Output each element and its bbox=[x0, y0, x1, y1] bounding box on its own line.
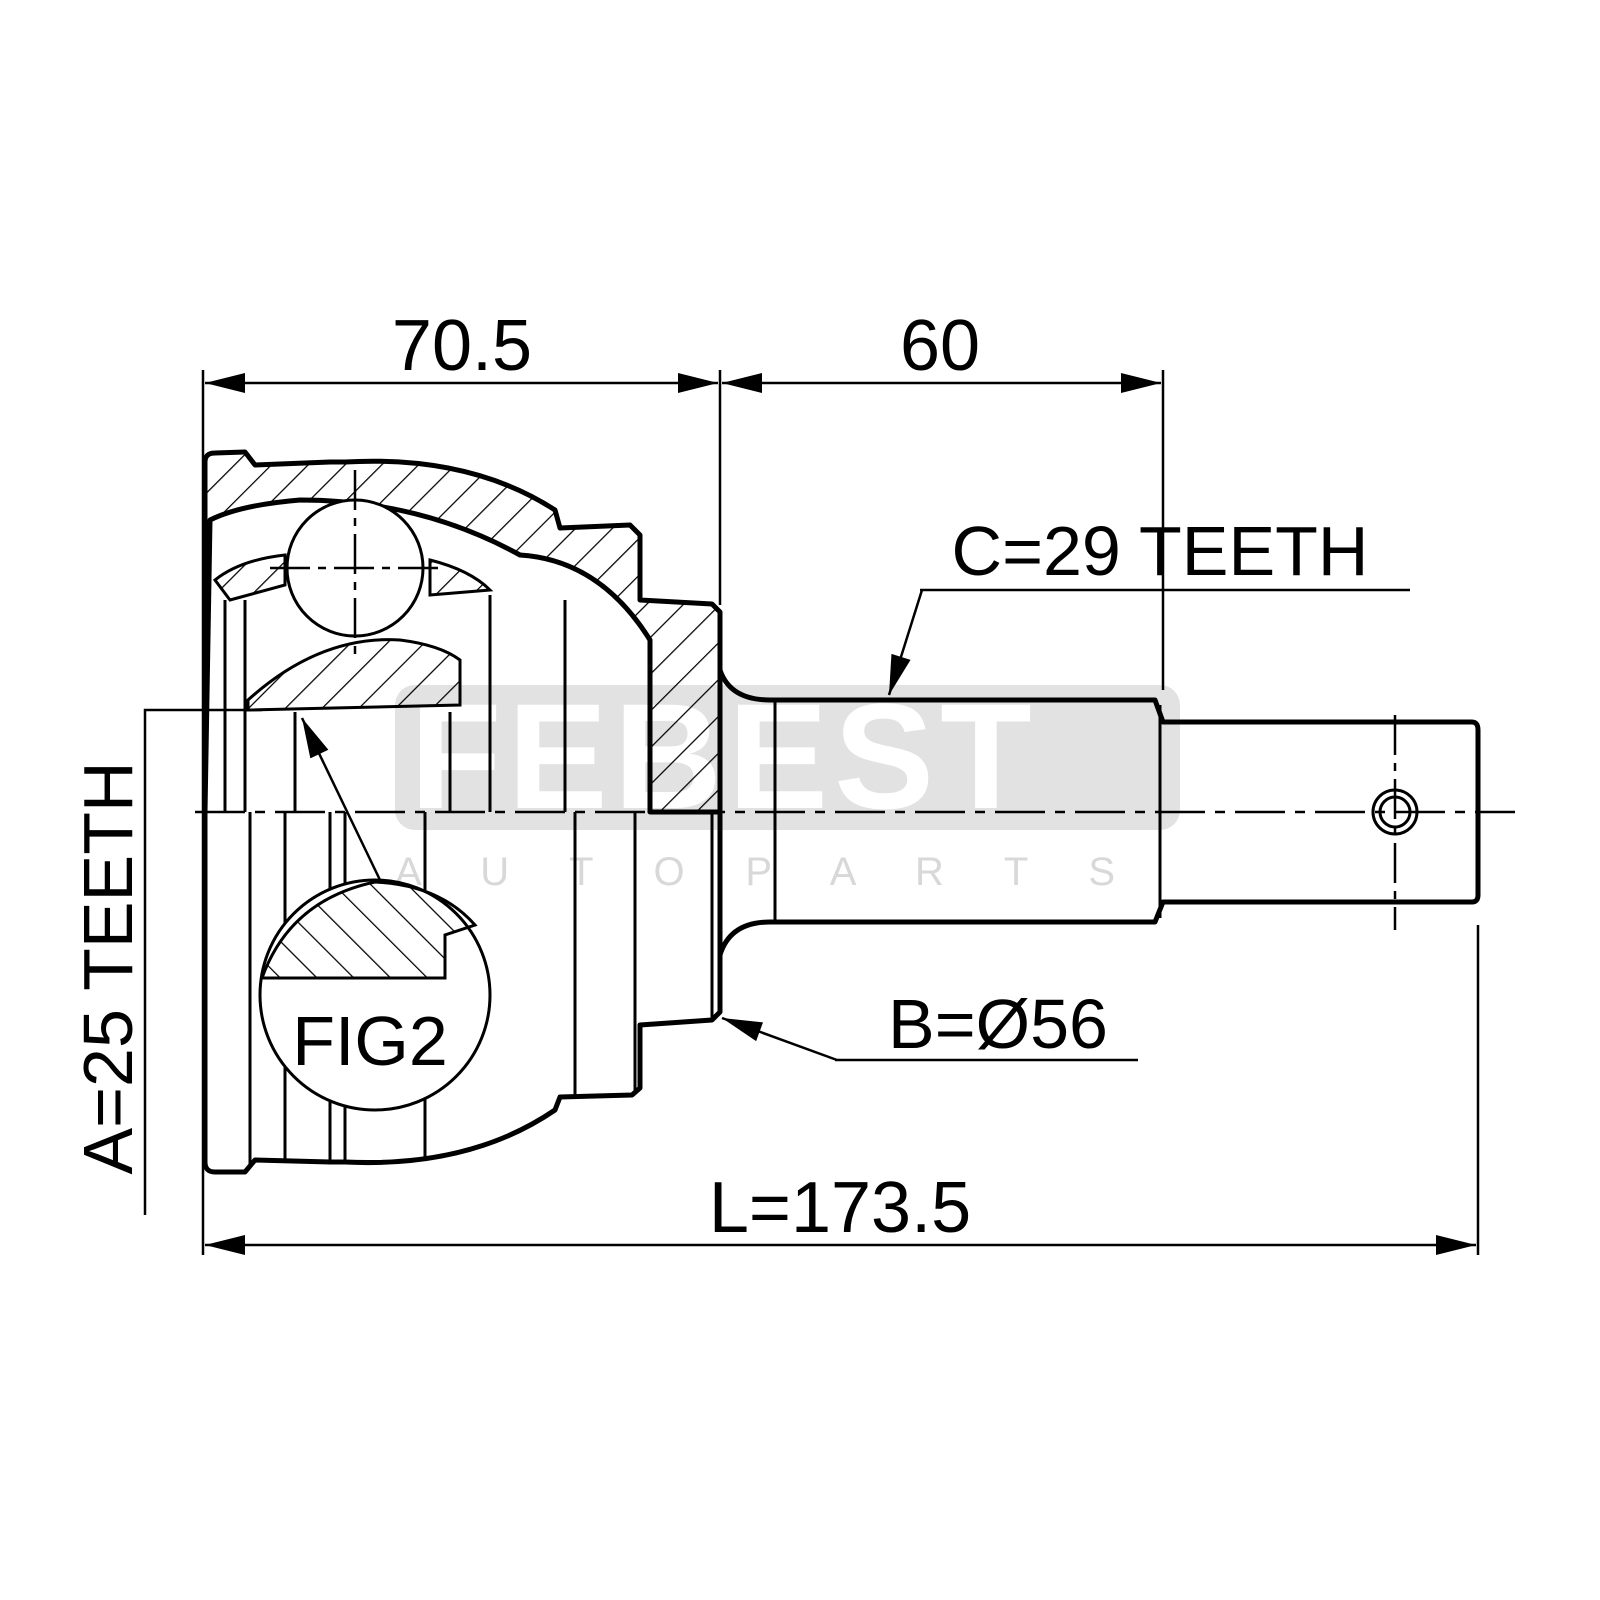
fig2-leader bbox=[300, 717, 382, 881]
fig2-label: FIG2 bbox=[292, 1002, 448, 1080]
dim-total-length: L=173.5 bbox=[709, 1168, 971, 1248]
dim-stem-length: 60 bbox=[900, 306, 980, 386]
inner-race bbox=[246, 638, 462, 712]
watermark-tagline: A U T O P A R T S bbox=[395, 850, 1115, 894]
fig2-detail: FIG2 bbox=[258, 878, 492, 1112]
callout-abs-diameter: B=Ø56 bbox=[888, 985, 1108, 1063]
housing-exterior bbox=[202, 812, 723, 1175]
watermark: FEBEST A U T O P A R T S bbox=[395, 672, 1180, 894]
cage bbox=[212, 553, 494, 602]
dim-housing-length: 70.5 bbox=[392, 306, 532, 386]
watermark-brand: FEBEST bbox=[410, 672, 1038, 840]
callout-outer-spline: C=29 TEETH bbox=[952, 512, 1369, 590]
callout-inner-spline: A=25 TEETH bbox=[69, 761, 147, 1174]
callout-c-leader bbox=[887, 589, 924, 696]
callout-a-leader bbox=[143, 708, 262, 1215]
callout-b-leader bbox=[721, 1016, 838, 1062]
housing-section bbox=[202, 449, 723, 815]
extension-lines bbox=[201, 370, 1480, 1255]
